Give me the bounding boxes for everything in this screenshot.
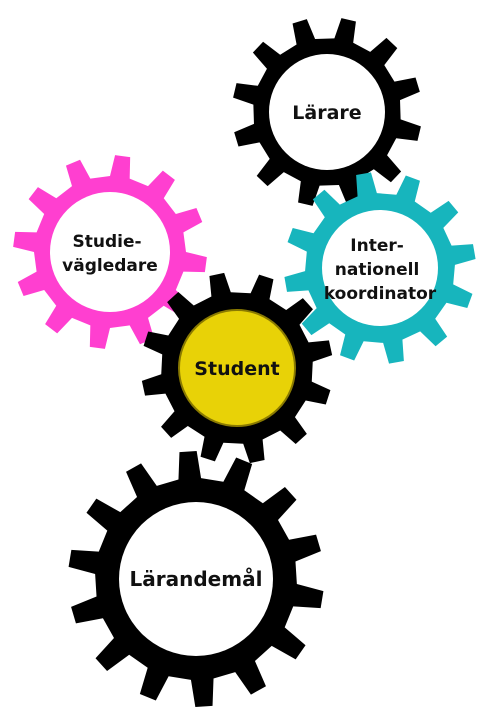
gear-larare: Lärare xyxy=(233,18,421,206)
gear-studievagledare-line-2: vägledare xyxy=(62,256,158,276)
gear-studievagledare-hub xyxy=(50,192,170,312)
gear-larare-line-1: Lärare xyxy=(292,102,361,124)
gear-larandemal: Lärandemål xyxy=(68,451,324,707)
gear-larandemal-hub xyxy=(119,502,273,656)
gear-internationell-hub xyxy=(322,210,438,326)
gear-internationell-line-1: Inter- xyxy=(350,236,404,256)
gear-studievagledare-label: Studie- vägledare xyxy=(62,232,158,276)
gear-larare-label: Lärare xyxy=(292,102,361,124)
gear-larare-hub xyxy=(269,54,385,170)
gear-larandemal-label: Lärandemål xyxy=(130,567,263,591)
gear-student-label: Student xyxy=(194,358,279,380)
gear-student: Student xyxy=(141,272,333,464)
gear-larandemal-line-1: Lärandemål xyxy=(130,567,263,591)
gear-internationell-line-2: nationell xyxy=(335,260,420,280)
gear-studievagledare-line-1: Studie- xyxy=(73,232,142,252)
gear-internationell-label: Inter- nationell koordinator xyxy=(324,236,437,304)
gear-student-line-1: Student xyxy=(194,358,279,380)
gear-student-hub xyxy=(178,309,296,427)
gear-studievagledare: Studie- vägledare xyxy=(13,155,207,349)
gear-internationell-koordinator: Inter- nationell koordinator xyxy=(284,172,476,364)
gear-internationell-line-3: koordinator xyxy=(324,284,437,304)
